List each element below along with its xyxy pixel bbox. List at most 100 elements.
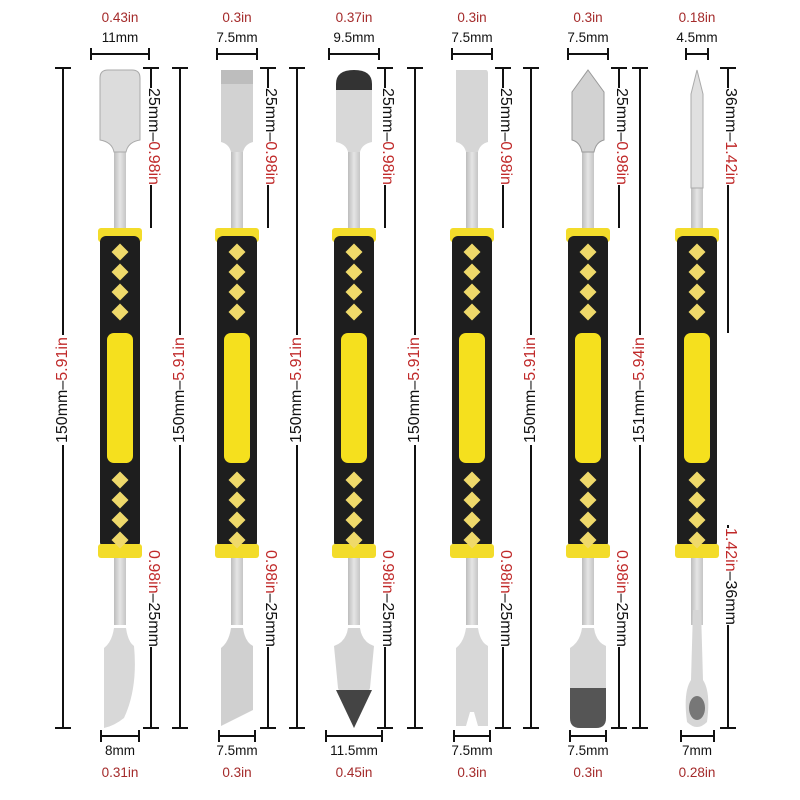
tool-column-5: 0.3in 7.5mm 150mm–5.91in 25mm–0.98in 0.9… [522, 0, 658, 800]
bottom-width-dimension-bar [325, 730, 383, 742]
top-shaft [348, 150, 360, 230]
tool-column-3: 0.37in 9.5mm 150mm–5.91in 25mm–0.98in 0.… [288, 0, 424, 800]
bottom-length-label: 0.98in–25mm [261, 550, 279, 647]
top-width-inch-label: 0.37in [335, 10, 373, 25]
bottom-shaft [114, 555, 126, 625]
tool-column-4: 0.3in 7.5mm 150mm–5.91in 25mm–0.98in 0.9… [406, 0, 542, 800]
top-width-inch-label: 0.3in [573, 10, 603, 25]
top-length-dimension-line [727, 68, 729, 333]
top-width-mm-label: 7.5mm [567, 30, 609, 45]
handle-grip-insert [575, 333, 601, 463]
top-width-mm-label: 4.5mm [676, 30, 718, 45]
handle-grip-insert [459, 333, 485, 463]
tool-column-6: 0.18in 4.5mm 151mm–5.94in 36mm–1.42in 1.… [631, 0, 767, 800]
bottom-width-mm-label: 7.5mm [451, 743, 493, 758]
top-width-mm-label: 7.5mm [216, 30, 258, 45]
dimension-tick [172, 727, 188, 729]
dimension-tick [407, 727, 423, 729]
handle-grip-insert [224, 333, 250, 463]
top-tip-icon [336, 70, 372, 152]
bottom-length-label: 0.98in–25mm [378, 550, 396, 647]
handle-ferrule-bottom [332, 544, 376, 558]
bottom-tip-icon [570, 628, 606, 728]
bottom-tip-icon [456, 628, 488, 726]
top-width-dimension-bar [567, 48, 609, 60]
top-length-label: 25mm–0.98in [496, 88, 514, 185]
top-tip-icon [571, 69, 605, 153]
handle-grip-insert [107, 333, 133, 463]
bottom-width-mm-label: 7.5mm [567, 743, 609, 758]
dimension-tick [632, 67, 648, 69]
bottom-shaft [582, 555, 594, 625]
top-length-label: 25mm–0.98in [612, 88, 630, 185]
bottom-shaft [466, 555, 478, 625]
bottom-width-inch-label: 0.28in [678, 765, 716, 780]
bottom-width-dimension-bar [453, 730, 491, 742]
top-width-inch-label: 0.3in [222, 10, 252, 25]
top-width-dimension-bar [89, 48, 151, 60]
bottom-width-dimension-bar [100, 730, 140, 742]
bottom-width-inch-label: 0.31in [101, 765, 139, 780]
bottom-length-label: 0.98in–25mm [144, 550, 162, 647]
dimension-tick [611, 727, 627, 729]
bottom-width-inch-label: 0.3in [573, 765, 603, 780]
top-tip-icon [221, 70, 253, 152]
top-shaft [114, 150, 126, 230]
total-length-label: 151mm–5.94in [631, 335, 649, 445]
dimension-tick [611, 67, 627, 69]
top-shaft [582, 150, 594, 230]
bottom-width-mm-label: 11.5mm [330, 743, 378, 758]
handle-ferrule-bottom [675, 544, 719, 558]
dimension-tick [55, 727, 71, 729]
dimension-tick [172, 67, 188, 69]
bottom-length-label: 0.98in–25mm [612, 550, 630, 647]
bottom-shaft [231, 555, 243, 625]
dimension-tick [260, 727, 276, 729]
dimension-tick [377, 727, 393, 729]
dimension-tick [523, 727, 539, 729]
bottom-tip-icon [221, 628, 253, 726]
bottom-tip-icon [334, 628, 374, 728]
bottom-width-mm-label: 8mm [105, 743, 135, 758]
top-length-label: 25mm–0.98in [144, 88, 162, 185]
bottom-width-dimension-bar [218, 730, 256, 742]
top-width-mm-label: 9.5mm [333, 30, 375, 45]
bottom-width-mm-label: 7mm [682, 743, 712, 758]
dimension-tick [55, 67, 71, 69]
total-length-label: 150mm–5.91in [522, 335, 540, 445]
dimension-tick [289, 727, 305, 729]
dimension-tick [720, 727, 736, 729]
bottom-length-label: 1.42in–36mm [721, 528, 739, 625]
total-length-label: 150mm–5.91in [54, 335, 72, 445]
total-length-label: 150mm–5.91in [288, 335, 306, 445]
top-tip-icon [456, 70, 488, 152]
dimension-tick [632, 727, 648, 729]
bottom-width-dimension-bar [569, 730, 607, 742]
top-shaft [466, 150, 478, 230]
top-tip-icon [690, 69, 704, 189]
bottom-width-mm-label: 7.5mm [216, 743, 258, 758]
dimension-tick [289, 67, 305, 69]
dimension-tick [143, 727, 159, 729]
top-width-inch-label: 0.43in [101, 10, 139, 25]
dimension-tick [495, 67, 511, 69]
dimension-tick [523, 67, 539, 69]
dimension-tick [720, 67, 736, 69]
top-width-mm-label: 11mm [101, 30, 139, 45]
top-width-dimension-bar [451, 48, 493, 60]
dimension-tick [377, 67, 393, 69]
handle-ferrule-bottom [450, 544, 494, 558]
bottom-width-inch-label: 0.3in [222, 765, 252, 780]
dimension-tick [495, 727, 511, 729]
bottom-tip-icon [685, 610, 709, 727]
bottom-shaft [348, 555, 360, 625]
handle-grip-insert [684, 333, 710, 463]
dimension-tick [260, 67, 276, 69]
handle-grip-insert [341, 333, 367, 463]
bottom-width-inch-label: 0.3in [457, 765, 487, 780]
total-length-label: 150mm–5.91in [171, 335, 189, 445]
top-tip-icon [99, 69, 141, 153]
bottom-shaft [691, 555, 703, 625]
tool-column-2: 0.3in 7.5mm 150mm–5.91in 25mm–0.98in 0.9… [171, 0, 307, 800]
top-width-dimension-bar [327, 48, 381, 60]
